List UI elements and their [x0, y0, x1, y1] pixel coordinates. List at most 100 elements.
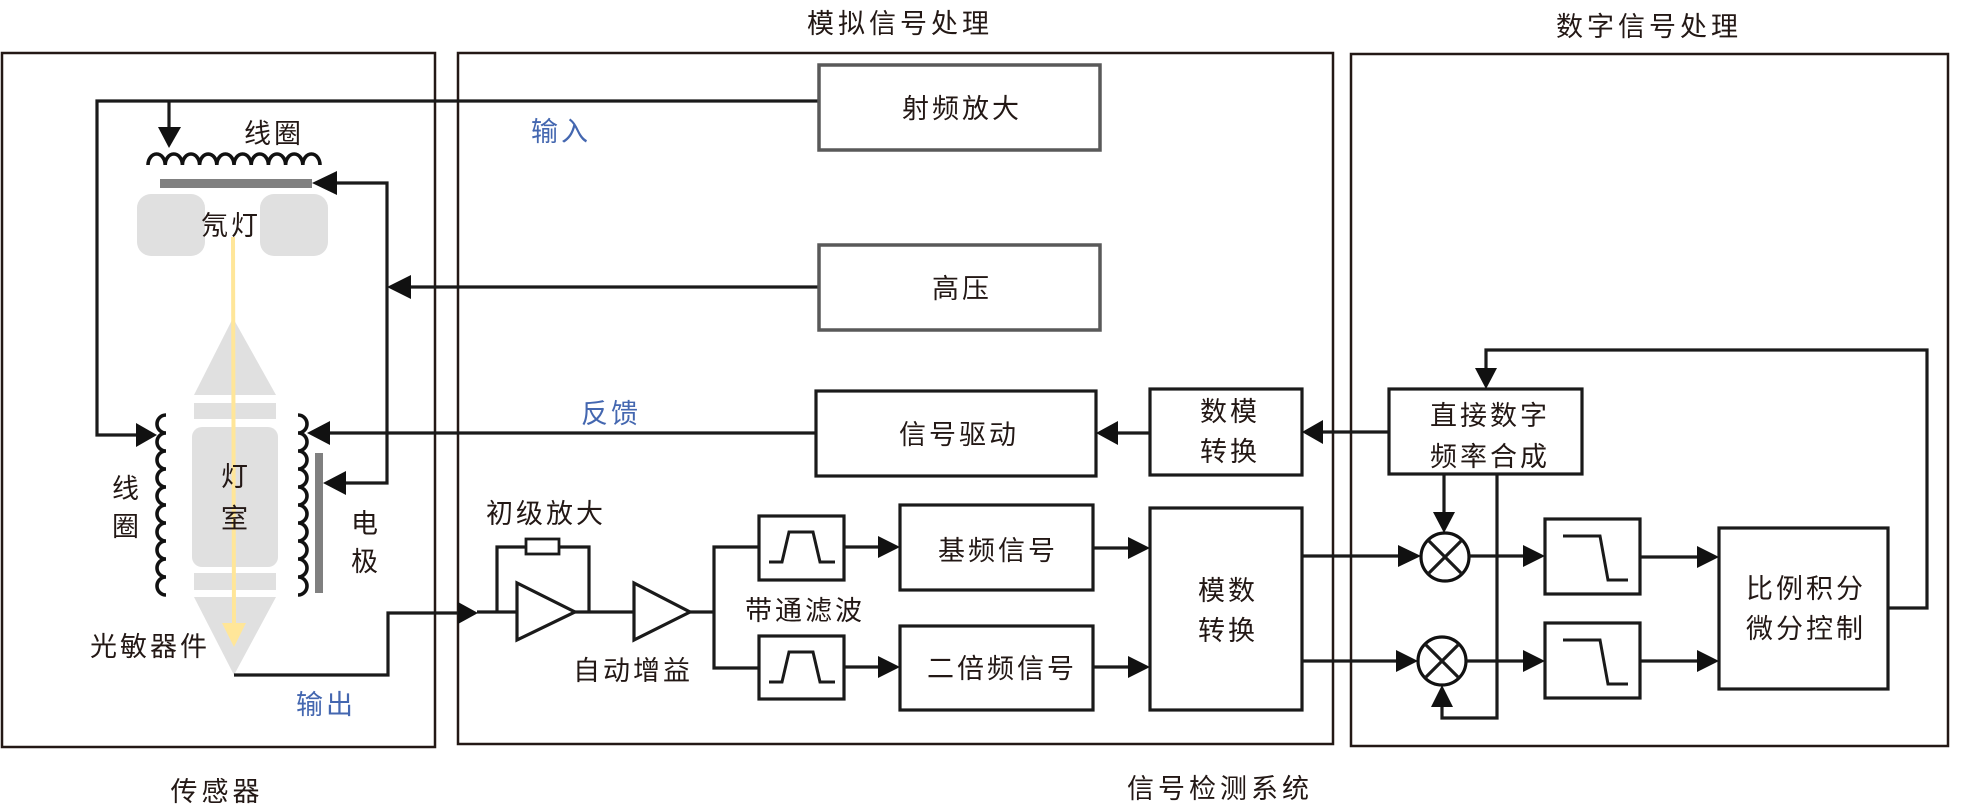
bandpass-filter-1-box [757, 514, 846, 582]
light-beam [231, 236, 236, 626]
arrow-to-mixer-1-icon [1398, 545, 1421, 567]
pid-label-line2: 微分控制 [1746, 614, 1866, 645]
left-coil-icon [155, 413, 167, 597]
arrow-to-pid-1-icon [1697, 546, 1719, 568]
high-voltage-block: 高压 [817, 243, 1102, 332]
side-electrode-bar [315, 453, 323, 593]
dac-block: 数模 转换 [1148, 387, 1304, 477]
neon-lamp [137, 194, 328, 256]
arrow-to-mixer-2-icon [1396, 650, 1418, 672]
mixer-2-cross-b [1423, 642, 1461, 680]
fundamental-signal-box [898, 503, 1095, 592]
digital-section-label: 数字信号处理 [1556, 12, 1742, 43]
preamp-label: 初级放大 [486, 499, 606, 530]
arrow-to-side-electrode-icon [323, 471, 346, 495]
bandpass-filter-2-box [757, 634, 846, 701]
feedback-signal-label: 反馈 [581, 399, 641, 430]
high-voltage-label: 高压 [932, 274, 992, 305]
mixer-1-cross-b [1426, 538, 1464, 576]
dds-label-line2: 频率合成 [1430, 442, 1550, 473]
arrow-to-lpf-2-icon [1523, 650, 1545, 672]
arrow-to-mixer-1-ref-icon [1433, 512, 1455, 533]
top-electrode-plate [160, 179, 312, 188]
system-section-label: 信号检测系统 [1127, 774, 1313, 805]
adc-label-line1: 模数 [1198, 576, 1258, 607]
arrow-to-dac-icon [1302, 420, 1323, 444]
top-coil-label: 线圈 [244, 119, 304, 150]
arrow-to-top-coil-icon [158, 127, 181, 148]
bandpass-symbol-icon [769, 650, 835, 684]
lamp-label: 氖灯 [201, 211, 261, 242]
bandpass-filter-1 [757, 514, 846, 582]
sensor-frame [0, 51, 437, 749]
lowpass-filter-1-box [1543, 517, 1642, 596]
arrow-to-adc-1-icon [1128, 537, 1150, 559]
lowpass-filter-1 [1543, 517, 1642, 596]
pid-control-block: 比例积分 微分控制 [1717, 526, 1890, 691]
bandpass-split-line [712, 545, 760, 670]
output-line [234, 611, 460, 677]
chamber-label-line1: 灯 [221, 462, 251, 493]
dds-block: 直接数字 频率合成 [1387, 387, 1584, 476]
pid-feedback-line [1484, 348, 1929, 610]
second-harmonic-label: 二倍频信号 [927, 654, 1077, 685]
preamp-opamp-icon [515, 580, 579, 643]
lowpass-filter-2 [1543, 621, 1642, 700]
bandpass-symbol-icon [769, 530, 835, 564]
adc-block: 模数 转换 [1148, 506, 1304, 712]
chamber-label-line2: 室 [221, 504, 251, 535]
sensor-section-label: 传感器 [171, 777, 264, 805]
digital-frame [1349, 52, 1950, 748]
arrow-to-pid-2-icon [1697, 650, 1719, 672]
lowpass-filter-2-box [1543, 621, 1642, 700]
dac-label-line1: 数模 [1200, 397, 1260, 428]
bandpass-filter-2 [757, 634, 846, 701]
fundamental-signal-block: 基频信号 [898, 503, 1095, 592]
high-voltage-box [817, 243, 1102, 332]
adc-label-line2: 转换 [1198, 616, 1258, 647]
signal-driver-block: 信号驱动 [814, 389, 1098, 478]
dac-label-line2: 转换 [1200, 437, 1260, 468]
dds-label-line1: 直接数字 [1430, 401, 1550, 432]
arrow-to-top-plate-icon [312, 171, 337, 195]
feedback-resistor-icon [524, 537, 561, 556]
right-coil-icon [297, 413, 309, 597]
arrow-to-fundamental-icon [878, 536, 900, 558]
input-signal-label: 输入 [531, 117, 591, 148]
agc-label: 自动增益 [573, 656, 693, 687]
photodetector-label: 光敏器件 [90, 632, 210, 663]
pid-control-box [1717, 526, 1890, 691]
arrow-to-adc-2-icon [1128, 656, 1150, 678]
second-harmonic-box [898, 624, 1095, 712]
rf-amplifier-block: 射频放大 [817, 63, 1102, 152]
analog-section-label: 模拟信号处理 [807, 9, 993, 40]
bandpass-label: 带通滤波 [745, 596, 865, 627]
fundamental-signal-label: 基频信号 [938, 536, 1058, 567]
lowpass-symbol-icon [1563, 638, 1628, 686]
electrode-label-line2: 极 [351, 547, 381, 578]
arrow-to-signal-driver-icon [1096, 421, 1118, 445]
top-coil-icon [146, 152, 322, 166]
lowpass-symbol-icon [1563, 534, 1628, 582]
adc-box [1148, 506, 1304, 712]
arrow-to-preamp-icon [458, 602, 478, 624]
lamp-bulb-right [260, 194, 328, 256]
analog-frame [456, 51, 1335, 746]
rf-amplifier-box [817, 63, 1102, 152]
mixer-2-icon [1416, 635, 1468, 687]
lamp-bulb-left [137, 194, 205, 256]
electrode-label-line1: 电 [351, 509, 381, 540]
mixer-1-icon [1419, 531, 1471, 583]
light-beam-arrowhead-icon [222, 623, 246, 647]
arrow-to-dds-icon [1475, 368, 1497, 389]
agc-amplifier-icon [632, 580, 694, 643]
dds-box [1387, 387, 1584, 476]
dac-box [1148, 387, 1304, 477]
second-harmonic-block: 二倍频信号 [898, 624, 1095, 712]
arrow-to-lpf-1-icon [1523, 545, 1545, 567]
signal-driver-box [814, 389, 1098, 478]
rf-amplifier-label: 射频放大 [902, 94, 1022, 125]
electrode-bus-line [336, 181, 389, 485]
